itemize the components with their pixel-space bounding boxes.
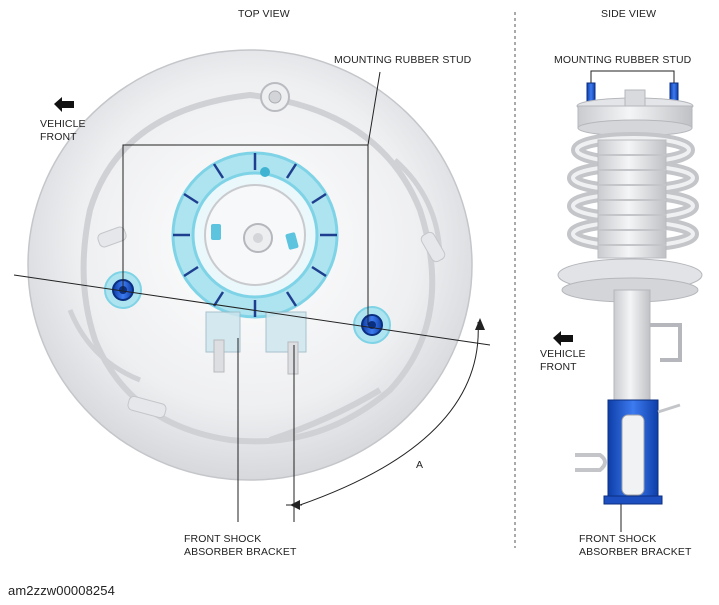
dish-slot-bottom: [269, 387, 382, 443]
shock-absorber-tube: [613, 289, 651, 403]
side-view-title: SIDE VIEW: [601, 8, 657, 20]
side-view-drawing: [557, 70, 703, 532]
angle-a-label: A: [416, 459, 424, 471]
stud-leader-line: [122, 144, 369, 325]
vehicle-front-arrow-icon-side: [553, 331, 573, 346]
top-vehicle-front-label: VEHICLE FRONT: [40, 118, 86, 143]
top-view-title: TOP VIEW: [238, 8, 290, 20]
dish-slot-right: [420, 231, 446, 263]
front-shock-absorber-bracket-side: [603, 399, 663, 505]
dish-slot-left: [97, 226, 127, 248]
top-view-drawing: [13, 49, 491, 522]
front-shock-absorber-bracket-top: [205, 311, 307, 375]
angle-a-arrow-bottom: [290, 500, 300, 510]
side-stud-leader: [590, 70, 675, 83]
mounting-rubber-stud-right: [353, 306, 391, 344]
side-vehicle-front-label: VEHICLE FRONT: [540, 348, 586, 373]
top-bracket-label: FRONT SHOCK ABSORBER BRACKET: [184, 533, 297, 558]
side-bracket-label: FRONT SHOCK ABSORBER BRACKET: [579, 533, 692, 558]
stud-axis-line: [13, 274, 491, 346]
angle-a-arrow-top: [475, 318, 485, 330]
dish-rib-left: [67, 309, 141, 383]
vehicle-front-arrow-icon: [54, 97, 74, 112]
angle-a-arc: [299, 321, 479, 506]
figure-code: am2zzw00008254: [8, 583, 115, 598]
top-stud-label: MOUNTING RUBBER STUD: [334, 54, 472, 66]
dish-slot-lower-left: [127, 395, 167, 419]
side-stud-label: MOUNTING RUBBER STUD: [554, 54, 692, 66]
